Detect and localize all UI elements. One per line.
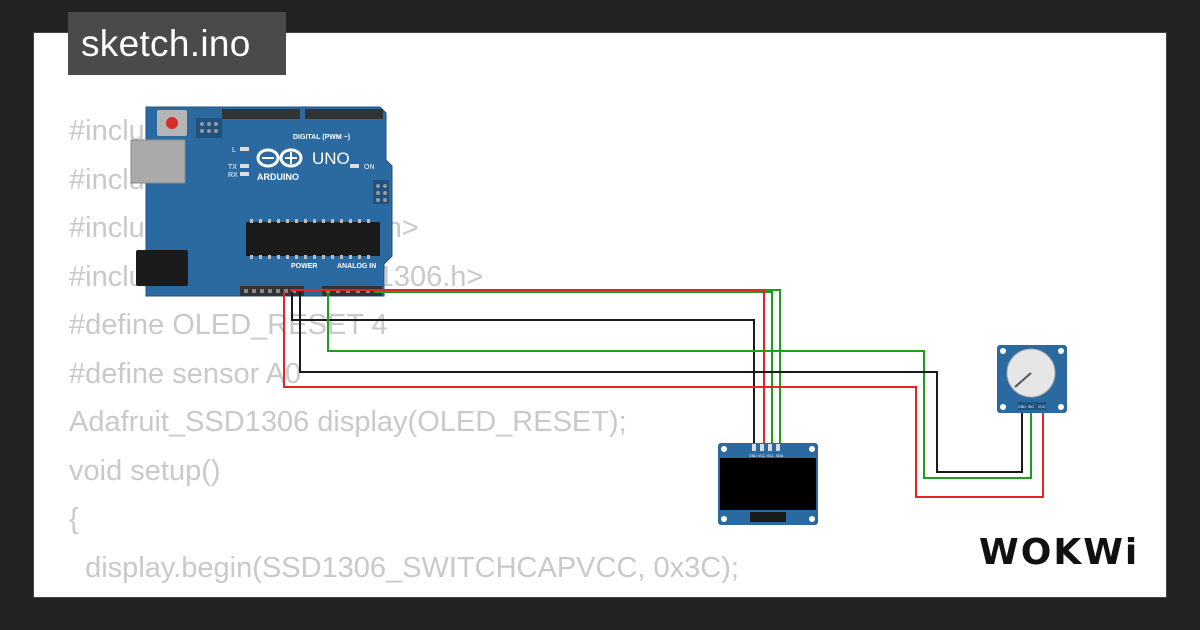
pot-pin-gnd: GND <box>1018 405 1026 409</box>
wokwi-logo: WOKWi <box>979 532 1139 573</box>
label-tx: TX <box>228 164 237 171</box>
digital-header-label: DIGITAL (PWM ~) <box>293 134 350 141</box>
oled-pin-vcc: VCC <box>758 454 766 458</box>
label-l: L <box>232 147 236 154</box>
wire-oled-vcc[interactable] <box>290 289 765 448</box>
code-line: { <box>69 503 79 535</box>
wokwi-logo-text: WOKWi <box>979 532 1139 573</box>
code-line: #define OLED_RESET 4 <box>69 309 388 341</box>
wires <box>283 289 1044 498</box>
code-line: #define sensor A0 <box>69 357 302 390</box>
arduino-model: UNO <box>312 149 350 168</box>
oled-display[interactable]: GND VCC SCL SDA <box>718 443 818 525</box>
label-on: ON <box>364 164 375 171</box>
pot-pin-vcc: VCC <box>1038 405 1046 409</box>
wire-pot-sig[interactable] <box>327 292 1032 479</box>
oled-screen <box>720 458 816 510</box>
code-line: display.begin(SSD1306_SWITCHCAPVCC, 0x3C… <box>69 551 739 584</box>
power-jack <box>136 250 188 286</box>
oled-pin-scl: SCL <box>767 454 774 458</box>
arduino-logo-icon <box>256 148 303 168</box>
wire-oled-scl[interactable] <box>374 291 773 448</box>
arduino-brand: ARDUINO <box>257 172 299 182</box>
arduino-uno-board[interactable]: DIGITAL (PWM ~) UNO ARDUINO L TX RX ON <box>130 106 393 297</box>
oled-pin-gnd: GND <box>749 454 757 458</box>
icsp-header <box>196 118 222 138</box>
code-line: Adafruit_SSD1306 display(OLED_RESET); <box>69 406 627 438</box>
code-line: void setup() <box>69 454 221 487</box>
usb-connector <box>130 139 186 184</box>
atmega-chip <box>246 222 380 256</box>
pot-pin-sig: SIG <box>1028 405 1034 409</box>
label-rx: RX <box>228 172 238 179</box>
potentiometer[interactable]: GND SIG VCC <box>997 345 1067 413</box>
wire-oled-sda[interactable] <box>374 289 781 448</box>
sketch-title[interactable]: sketch.ino <box>68 12 286 75</box>
power-label: POWER <box>291 263 317 270</box>
oled-pin-sda: SDA <box>776 454 784 458</box>
wire-pot-vcc[interactable] <box>283 292 1044 498</box>
analog-label: ANALOG IN <box>337 263 376 270</box>
wire-oled-gnd[interactable] <box>291 292 755 448</box>
wire-pot-gnd[interactable] <box>299 292 1023 473</box>
